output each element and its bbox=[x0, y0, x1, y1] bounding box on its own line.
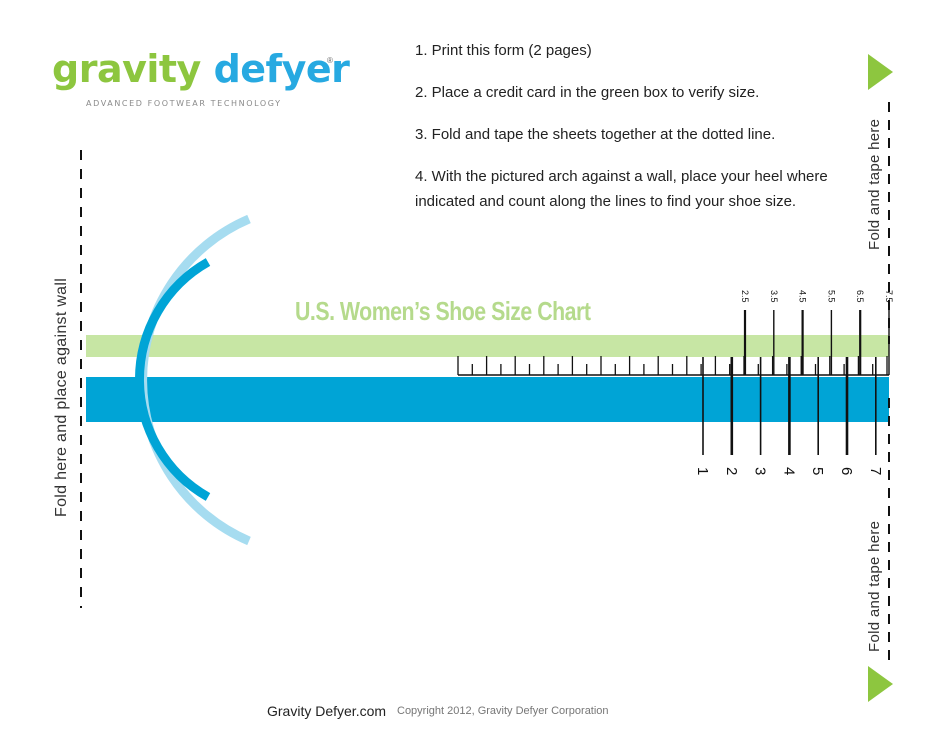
size-ruler: 1 2 3 4 5 6 7 2.5 3.5 4.5 5.5 6.5 7.5 bbox=[457, 290, 894, 475]
size-label-5: 5 bbox=[809, 467, 826, 475]
fold-wall-label: Fold here and place against wall bbox=[53, 277, 70, 517]
foot-blue-band bbox=[86, 377, 889, 422]
half-size-label-6.5: 6.5 bbox=[855, 290, 865, 303]
size-label-7: 7 bbox=[867, 467, 884, 475]
instruction-step-3: 3. Fold and tape the sheets together at … bbox=[415, 126, 776, 143]
credit-card-green-band bbox=[86, 335, 889, 357]
instructions-list: 1. Print this form (2 pages) 2. Place a … bbox=[415, 38, 835, 231]
footer-copyright: Copyright 2012, Gravity Defyer Corporati… bbox=[397, 705, 609, 717]
fold-tape-label-bottom: Fold and tape here bbox=[866, 520, 883, 652]
half-size-label-7.5: 7.5 bbox=[884, 290, 894, 303]
instruction-step-4: 4. With the pictured arch against a wall… bbox=[415, 168, 828, 210]
half-size-label-4.5: 4.5 bbox=[798, 290, 808, 303]
logo-registered-mark: ® bbox=[327, 56, 333, 65]
half-size-label-2.5: 2.5 bbox=[740, 290, 750, 303]
chart-title: U.S. Women’s Shoe Size Chart bbox=[295, 296, 591, 326]
logo: gravity defyer bbox=[52, 47, 350, 91]
size-label-4: 4 bbox=[780, 467, 797, 475]
arrow-top-icon bbox=[868, 54, 893, 90]
size-label-2: 2 bbox=[723, 467, 740, 475]
instruction-step-2: 2. Place a credit card in the green box … bbox=[415, 84, 760, 101]
footer-site: Gravity Defyer.com bbox=[267, 703, 387, 719]
logo-word-gravity: gravity bbox=[52, 47, 201, 91]
half-size-label-3.5: 3.5 bbox=[769, 290, 779, 303]
logo-tagline: ADVANCED FOOTWEAR TECHNOLOGY bbox=[86, 99, 282, 108]
fold-tape-label-top: Fold and tape here bbox=[866, 118, 883, 250]
logo-word-defyer: defyer bbox=[213, 47, 350, 91]
size-label-6: 6 bbox=[838, 467, 855, 475]
arrow-bottom-icon bbox=[868, 666, 893, 702]
instruction-step-1: 1. Print this form (2 pages) bbox=[415, 42, 592, 59]
half-size-label-5.5: 5.5 bbox=[826, 290, 836, 303]
arch-inner-arc bbox=[134, 258, 211, 501]
size-label-3: 3 bbox=[752, 467, 769, 475]
size-label-1: 1 bbox=[694, 467, 711, 475]
